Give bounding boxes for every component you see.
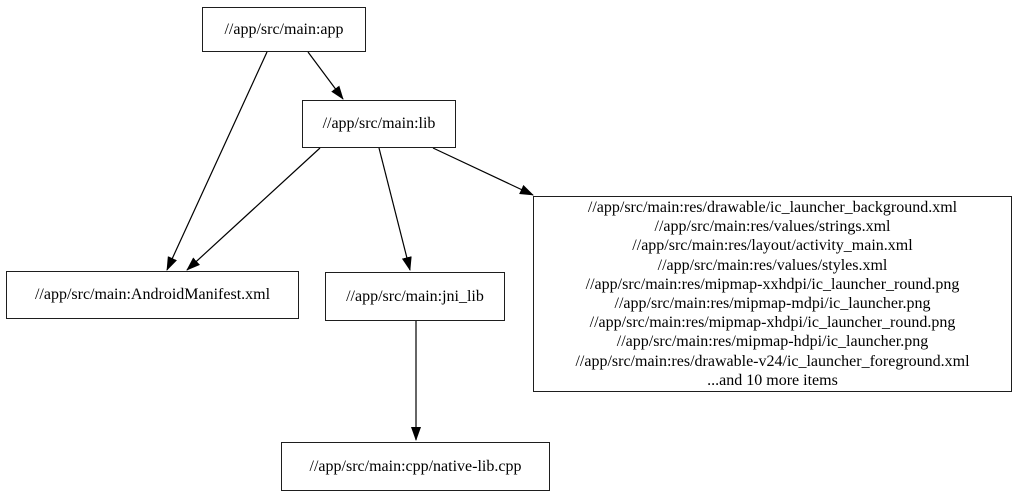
node-app: //app/src/main:app: [202, 7, 366, 52]
node-android-manifest-label: //app/src/main:AndroidManifest.xml: [34, 286, 271, 304]
edge-lib-to-androidmanifest: [186, 147, 321, 271]
resource-line: //app/src/main:res/layout/activity_main.…: [632, 237, 913, 255]
resource-line: //app/src/main:res/mipmap-mdpi/ic_launch…: [614, 295, 931, 312]
node-app-label: //app/src/main:app: [224, 20, 344, 38]
edge-lib-to-resources: [432, 147, 534, 196]
node-android-manifest: //app/src/main:AndroidManifest.xml: [6, 271, 299, 319]
resource-line-more-items: ...and 10 more items: [707, 371, 838, 389]
node-jni-lib-label: //app/src/main:jni_lib: [346, 287, 484, 305]
resource-line: //app/src/main:res/mipmap-xhdpi/ic_launc…: [589, 314, 956, 332]
resource-line: //app/src/main:res/mipmap-hdpi/ic_launch…: [616, 333, 929, 351]
resource-line: //app/src/main:res/drawable-v24/ic_launc…: [575, 352, 970, 370]
resource-line: //app/src/main:res/values/strings.xml: [654, 218, 891, 236]
edge-app-to-lib: [307, 51, 344, 100]
resource-line: //app/src/main:res/mipmap-xxhdpi/ic_laun…: [585, 275, 960, 293]
node-lib-label: //app/src/main:lib: [322, 115, 436, 133]
edge-lib-to-jni-lib: [378, 147, 412, 271]
resource-line: //app/src/main:res/values/styles.xml: [657, 256, 888, 274]
node-jni-lib: //app/src/main:jni_lib: [325, 272, 505, 321]
edge-app-to-androidmanifest: [166, 51, 268, 271]
node-native-lib-cpp-label: //app/src/main:cpp/native-lib.cpp: [309, 457, 522, 475]
node-resources-group: //app/src/main:res/drawable/ic_launcher_…: [533, 196, 1012, 392]
node-lib: //app/src/main:lib: [302, 100, 456, 148]
node-native-lib-cpp: //app/src/main:cpp/native-lib.cpp: [281, 442, 550, 491]
resource-line: //app/src/main:res/drawable/ic_launcher_…: [587, 198, 958, 216]
